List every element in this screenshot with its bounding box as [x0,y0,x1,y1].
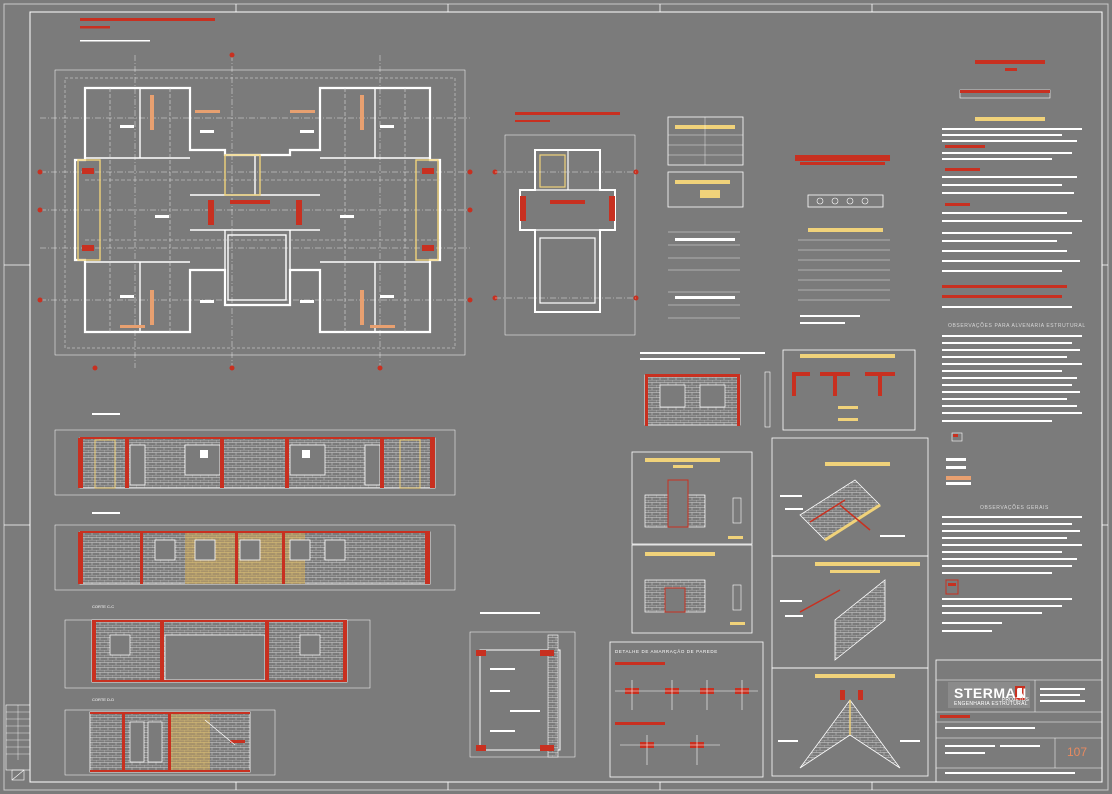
company-subtitle: ENGENHARIA ESTRUTURAL [954,701,1028,707]
section-d-label: CORTE D-D [92,697,115,702]
masonry-notes-heading: OBSERVAÇÕES PARA ALVENARIA ESTRUTURAL [948,323,1086,329]
sheet-inner-border [29,11,1103,783]
main-floor-plan [37,18,473,371]
company-logo-text: STERMAN [954,685,1027,701]
elevation-a [54,413,456,496]
opening-detail-1 [631,451,753,545]
revision-table [5,704,31,781]
opening-detail-2 [631,544,753,634]
sheet-number: 107 [1067,745,1088,759]
elevation-b [54,512,456,591]
title-block [935,659,1103,783]
section-c [64,619,371,689]
tables-block [667,116,890,324]
isometric-detail-1 [771,437,929,557]
corner-joint-detail [782,349,916,431]
general-notes-heading: OBSERVAÇÕES GERAIS [980,505,1049,511]
border-ticks [4,4,1108,790]
isometric-detail-3 [771,667,929,777]
section-c-label: CORTE C-C [92,604,115,609]
secondary-floor-plan [492,112,639,336]
company-logo-tag: PROJETOS [1002,697,1029,703]
sheet-outer-border [3,3,1109,791]
isometric-detail-2 [771,555,929,669]
tie-detail-heading: DETALHE DE AMARRAÇÃO DE PAREDE [615,649,718,654]
wall-detail-elevation [469,612,576,758]
notes-column [942,60,1082,632]
section-d [64,709,276,776]
wall-section-detail [640,352,771,428]
tie-detail-panel [609,641,764,778]
